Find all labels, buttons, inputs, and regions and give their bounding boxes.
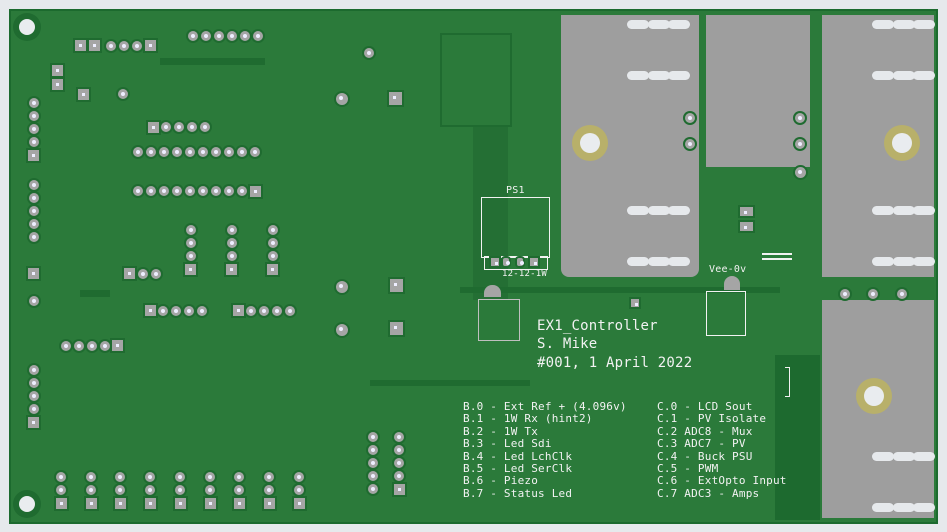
terminal-pad bbox=[204, 472, 215, 482]
pinout-line: B.0 - Ext Ref + (4.096v) bbox=[463, 400, 627, 413]
dip-pad bbox=[224, 147, 234, 157]
pinout-line: B.2 - 1W Tx bbox=[463, 424, 539, 438]
ps1-ref-label: PS1 bbox=[506, 185, 525, 196]
ps1-outline bbox=[481, 197, 550, 258]
icsp-pad bbox=[394, 458, 404, 468]
pinout-line: B.3 - Led Sdi bbox=[463, 437, 552, 451]
pinout-line: C.6 - ExtOpto Input bbox=[657, 474, 787, 488]
terminal-pad bbox=[115, 498, 127, 509]
terminal-pad bbox=[115, 485, 126, 495]
terminal-pad bbox=[263, 472, 274, 482]
terminal-pad bbox=[115, 472, 126, 482]
tab-pad-right bbox=[724, 276, 740, 290]
dip-pad bbox=[133, 186, 143, 196]
dip-pad bbox=[146, 186, 156, 196]
dip-pad bbox=[224, 186, 234, 196]
icsp-pad bbox=[394, 445, 404, 455]
pinout-line: C.3 ADC7 - PV bbox=[657, 437, 746, 451]
terminal-pad bbox=[174, 472, 185, 482]
pinout-line: C.1 - PV Isolate bbox=[657, 412, 767, 426]
port-b-pinout: B.0 - Ext Ref + (4.096v)B.1 - 1W Rx (hin… bbox=[463, 400, 627, 500]
pinout-line: B.6 - Piezo bbox=[463, 474, 539, 488]
pinout-line: C.0 - LCD Sout bbox=[657, 400, 753, 413]
dip-pad bbox=[185, 147, 195, 157]
pinout-line: C.5 - PWM bbox=[657, 462, 719, 476]
dip-pad bbox=[237, 147, 247, 157]
pinout-line: B.1 - 1W Rx (hint2) bbox=[463, 412, 593, 426]
terminal-pad bbox=[85, 485, 96, 495]
vee-label: Vee-0v bbox=[709, 264, 747, 275]
pinout-line: C.4 - Buck PSU bbox=[657, 449, 753, 463]
ps1-value-label: 12-12-1W bbox=[502, 269, 547, 279]
icsp-pad bbox=[394, 484, 405, 495]
terminal-pad bbox=[145, 472, 156, 482]
dip-pad bbox=[211, 186, 221, 196]
board-author: S. Mike bbox=[537, 336, 598, 352]
terminal-pad bbox=[263, 498, 275, 509]
terminal-pad bbox=[263, 485, 274, 495]
regulator-right-outline bbox=[706, 291, 746, 336]
terminal-pad bbox=[56, 498, 67, 509]
board-name: EX1_Controller bbox=[537, 318, 658, 334]
plated-hole-left bbox=[572, 125, 608, 161]
regulator-left-outline bbox=[478, 299, 520, 341]
dip-pad bbox=[172, 186, 182, 196]
terminal-pad bbox=[293, 485, 304, 495]
pinout-line: C.2 ADC8 - Mux bbox=[657, 424, 753, 438]
dip-pad bbox=[146, 147, 156, 157]
icsp-pad bbox=[368, 432, 378, 442]
terminal-pad bbox=[234, 472, 245, 482]
mounting-hole-bottom-left bbox=[19, 496, 35, 512]
terminal-pad bbox=[85, 472, 96, 482]
terminal-pad bbox=[204, 498, 216, 509]
terminal-pad bbox=[145, 498, 157, 509]
icsp-pad bbox=[394, 432, 404, 442]
ps1-pin-outline bbox=[484, 256, 548, 270]
terminal-pad bbox=[56, 472, 66, 482]
terminal-pad bbox=[234, 485, 245, 495]
tab-pad-left bbox=[484, 285, 501, 297]
dip-pad bbox=[250, 186, 261, 197]
dip-pad bbox=[159, 186, 169, 196]
icsp-pad bbox=[394, 471, 404, 481]
dip-pad bbox=[172, 147, 182, 157]
dip-pad bbox=[237, 186, 247, 196]
copper-zone-middle bbox=[706, 15, 810, 167]
pinout-line: B.4 - Led LchClk bbox=[463, 449, 573, 463]
terminal-pad bbox=[145, 485, 156, 495]
dip-pad bbox=[133, 147, 143, 157]
icsp-pad bbox=[368, 458, 378, 468]
terminal-pad bbox=[56, 485, 66, 495]
terminal-pad bbox=[85, 498, 97, 509]
terminal-pad bbox=[293, 498, 305, 509]
terminal-pad bbox=[234, 498, 246, 509]
dip-pad bbox=[159, 147, 169, 157]
icsp-pad bbox=[368, 445, 378, 455]
pinout-line: B.5 - Led SerClk bbox=[463, 462, 573, 476]
dip-pad bbox=[198, 147, 208, 157]
icsp-pad bbox=[368, 471, 378, 481]
terminal-pad bbox=[174, 485, 185, 495]
dip-pad bbox=[211, 147, 221, 157]
dip-pad bbox=[185, 186, 195, 196]
terminal-pad bbox=[204, 485, 215, 495]
board-revision: #001, 1 April 2022 bbox=[537, 355, 693, 371]
dip-pad bbox=[198, 186, 208, 196]
pinout-line: B.7 - Status Led bbox=[463, 486, 573, 500]
icsp-pad bbox=[368, 484, 378, 494]
dip-pad bbox=[250, 147, 260, 157]
terminal-pad bbox=[293, 472, 304, 482]
plated-hole-right bbox=[884, 125, 920, 161]
mounting-hole-top-left bbox=[19, 19, 35, 35]
terminal-pad bbox=[174, 498, 186, 509]
pinout-line: C.7 ADC3 - Amps bbox=[657, 486, 760, 500]
plated-hole-bottom-right bbox=[856, 378, 892, 414]
